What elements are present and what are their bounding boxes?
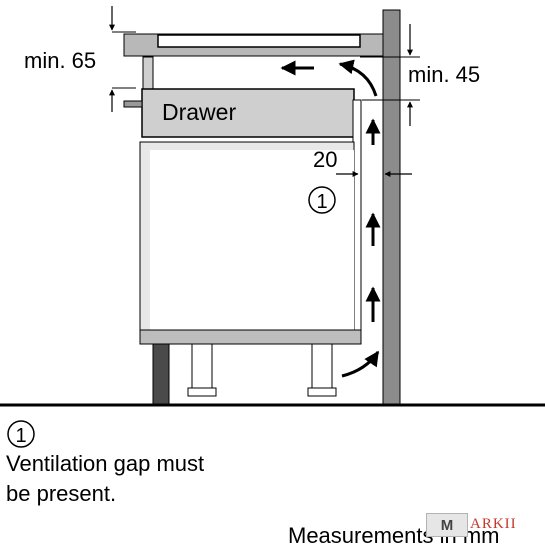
marker-circle	[308, 186, 336, 214]
watermark-badge: M	[426, 513, 468, 537]
note-line-2: be present.	[6, 481, 117, 506]
label-min-top: min. 65	[24, 48, 96, 73]
airflow-curve-bottom	[341, 350, 380, 378]
cabinet-inner	[150, 150, 354, 330]
leg-right-foot	[307, 387, 337, 397]
note-marker-circle	[7, 420, 35, 448]
note-line-1: Ventilation gap must	[6, 451, 205, 476]
label-min-right: min. 45	[408, 62, 480, 87]
hob	[157, 34, 361, 48]
airflow-arrows	[280, 59, 381, 378]
drawer-handle	[123, 100, 143, 108]
leg-right	[311, 343, 333, 391]
airflow-curve-top	[338, 59, 378, 97]
wall	[382, 9, 401, 405]
watermark-text: ARKII	[470, 516, 517, 532]
marker-label: 1	[316, 191, 327, 213]
leg-left-foot	[187, 387, 217, 397]
cabinet-top-panel	[142, 56, 154, 90]
plinth	[152, 343, 170, 405]
cabinet-base	[139, 329, 362, 345]
drawer-front	[141, 88, 355, 138]
leg-left	[191, 343, 213, 391]
label-gap: 20	[313, 147, 337, 172]
note-marker-label: 1	[15, 425, 26, 447]
label-drawer: Drawer	[162, 99, 236, 125]
